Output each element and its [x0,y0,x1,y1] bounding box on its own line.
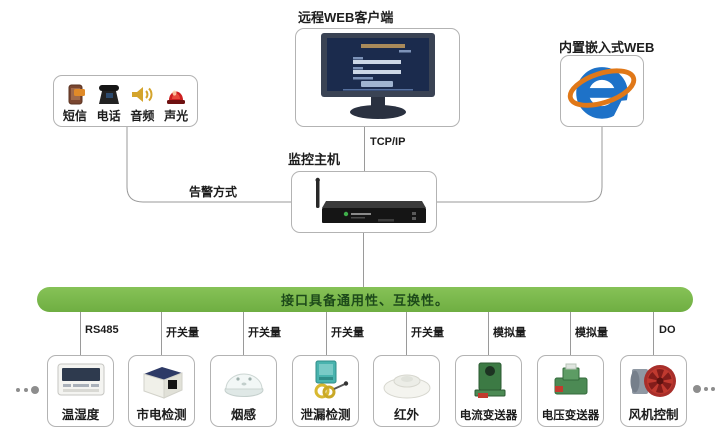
interface-label: 模拟量 [493,327,526,339]
mains-power-detector-icon [143,367,182,399]
device-voltage-transducer: 电压变送器 [537,355,604,427]
siren-icon [167,89,186,104]
interface-label: RS485 [85,324,119,336]
embedded-web-box [560,55,644,127]
device-label: 市电检测 [136,408,187,422]
monitor-login-screen-icon [321,33,435,119]
device-label: 温湿度 [61,408,100,422]
interface-label: 开关量 [331,327,364,339]
device-label: 烟感 [230,408,256,422]
sms-phone-icon [68,84,85,104]
device-label: 电压变送器 [541,410,600,422]
leak-detector-icon [314,360,348,399]
bus-device-connector [488,312,489,355]
device-mains-power: 市电检测 [128,355,195,427]
bus-device-connector [406,312,407,355]
host-box [291,171,437,233]
device-smoke: 烟感 [210,355,277,427]
device-temperature-humidity: 温湿度 [47,355,114,427]
alarm-channels-box: 短信 电话 音频 [53,75,198,127]
embedded-web-label: 内置嵌入式WEB [559,40,655,55]
alarm-channel-label: 声光 [164,108,189,123]
alarm-channel-label: 短信 [62,108,87,123]
smoke-detector-icon [224,373,263,397]
voltage-transducer-icon [554,363,587,395]
bus-device-connector [161,312,162,355]
alarm-channel-phone: 电话 [97,83,121,124]
web-to-host-connector [436,127,603,203]
alarm-method-label: 告警方式 [189,185,238,199]
remote-client-box [295,28,460,127]
interface-label: 开关量 [248,327,281,339]
device-label: 泄漏检测 [300,408,351,422]
interface-label: 模拟量 [575,327,608,339]
device-label: 电流变送器 [459,410,518,422]
infrared-dome-icon [383,374,430,399]
speaker-icon [132,86,153,102]
bus-device-connector [243,312,244,355]
device-leak: 泄漏检测 [292,355,359,427]
fan-control-icon [630,365,676,397]
interface-label: DO [659,324,676,336]
interface-label: 开关量 [411,327,444,339]
bus-device-connector [653,312,654,355]
device-fan-control: 风机控制 [620,355,687,427]
bus-device-connector [570,312,571,355]
device-current-transducer: 电流变送器 [455,355,522,427]
tcpip-label: TCP/IP [370,136,406,148]
current-transducer-icon [474,362,505,398]
interface-bus-bar: 接口具备通用性、互换性。 [37,287,693,312]
telephone-icon [98,84,119,104]
rack-host-device-icon [315,177,426,223]
device-label: 风机控制 [628,408,679,422]
device-infrared: 红外 [373,355,440,427]
bus-device-connector [80,312,81,355]
ie-browser-icon [567,67,643,121]
device-label: 红外 [393,408,419,422]
client-to-host-connector [364,127,365,171]
alarm-channel-label: 音频 [130,108,155,123]
bus-label: 接口具备通用性、互换性。 [280,293,449,308]
host-to-bus-connector [363,233,364,287]
alarm-channel-sms: 短信 [63,83,87,124]
alarm-channel-sound-light: 声光 [164,83,188,124]
alarm-channel-audio: 音频 [130,83,154,124]
remote-client-label: 远程WEB客户端 [298,10,394,25]
interface-label: 开关量 [166,327,199,339]
temperature-humidity-sensor-icon [57,363,104,396]
bus-device-connector [326,312,327,355]
host-label: 监控主机 [288,152,341,167]
alarm-channel-label: 电话 [96,108,121,123]
